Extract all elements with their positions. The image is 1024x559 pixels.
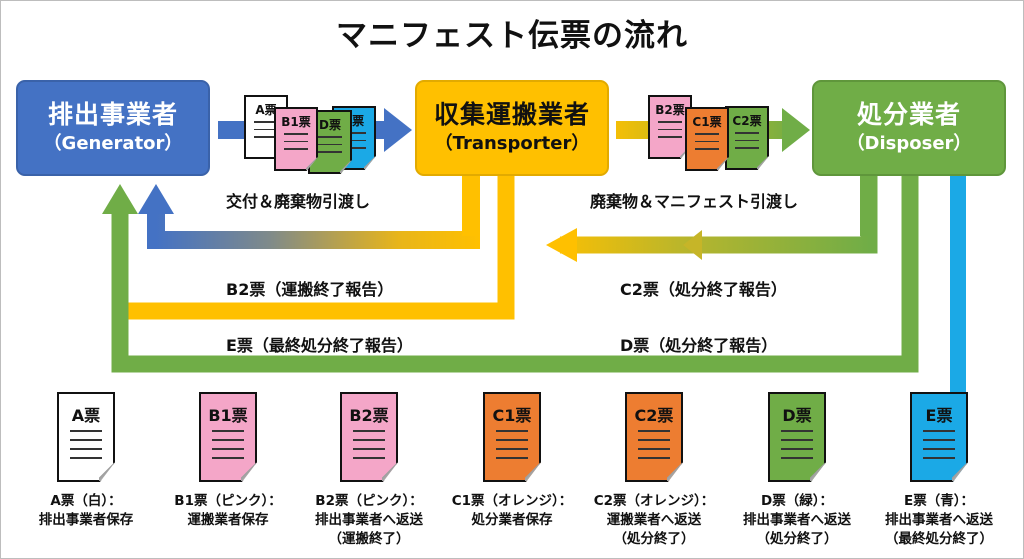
legend-caption-line: （処分終了）	[613, 531, 695, 547]
legend-caption-line: C2票（オレンジ）：	[593, 493, 715, 509]
transporter-box: 収集運搬業者 （Transporter）	[415, 80, 609, 176]
text-lines-icon	[780, 430, 814, 466]
legend-caption-a: A票（白）： 排出事業者保存	[11, 492, 161, 530]
page-curl-icon	[363, 154, 375, 169]
disposer-label-jp: 処分業者	[856, 100, 961, 129]
legend-caption-line: 排出事業者保存	[38, 512, 134, 528]
label-d-return: D票（処分終了報告）	[620, 336, 778, 355]
label-trn-to-dsp: 廃棄物＆マニフェスト引渡し	[590, 192, 799, 211]
slip-name: C2票	[732, 114, 762, 128]
text-lines-icon	[637, 430, 671, 466]
slip-name: C2票	[634, 406, 674, 425]
legend-caption-line: 運搬業者へ返送	[606, 512, 702, 528]
legend-caption-b2: B2票（ピンク）： 排出事業者へ返送 （運搬終了）	[294, 492, 444, 549]
legend-caption-line: 運搬業者保存	[187, 512, 269, 528]
legend-caption-b1: B1票（ピンク）： 運搬業者保存	[153, 492, 303, 530]
line-b2-yellow	[124, 176, 515, 320]
legend-caption-line: A票（白）：	[50, 493, 122, 509]
arrow-b2-return	[138, 176, 480, 249]
legend-slip-c2: C2票	[625, 392, 683, 482]
legend-caption-line: （最終処分終了）	[885, 531, 993, 547]
transporter-label-en: （Transporter）	[434, 133, 590, 154]
slip-name: B2票	[655, 103, 685, 117]
slip-icon-c2: C2票	[725, 106, 769, 170]
legend-caption-c2: C2票（オレンジ）： 運搬業者へ返送 （処分終了）	[579, 492, 729, 549]
arrow-c2-return	[546, 176, 878, 262]
slip-name: B1票	[281, 115, 311, 129]
slip-name: B2票	[349, 406, 389, 425]
legend-caption-line: 排出事業者へ返送	[743, 512, 851, 528]
page-title: マニフェスト伝票の流れ	[336, 18, 688, 54]
text-lines-icon	[658, 121, 682, 144]
text-lines-icon	[495, 430, 529, 466]
label-e-return: E票（最終処分終了報告）	[226, 336, 413, 355]
arrow-de-return	[102, 176, 919, 373]
legend-caption-c1: C1票（オレンジ）： 処分業者保存	[437, 492, 587, 530]
legend-caption-d: D票（緑）： 排出事業者へ返送 （処分終了）	[722, 492, 872, 549]
legend-slip-d: D票	[768, 392, 826, 482]
legend-caption-line: 排出事業者へ返送	[885, 512, 993, 528]
legend-slip-a: A票	[57, 392, 115, 482]
label-b2-return: B2票（運搬終了報告）	[226, 280, 394, 299]
legend-caption-line: D票（緑）：	[761, 493, 833, 509]
generator-label-jp: 排出事業者	[47, 100, 178, 129]
legend-caption-line: （処分終了）	[756, 531, 838, 547]
text-lines-icon	[695, 133, 719, 156]
disposer-label-en: （Disposer）	[846, 133, 972, 154]
text-lines-icon	[352, 430, 386, 466]
disposer-box: 処分業者 （Disposer）	[812, 80, 1006, 176]
text-lines-icon	[922, 430, 956, 466]
transporter-label-jp: 収集運搬業者	[433, 100, 590, 129]
legend-caption-line: E票（青）：	[904, 493, 974, 509]
slip-name: A票	[71, 406, 101, 425]
text-lines-icon	[69, 430, 103, 466]
text-lines-icon	[735, 132, 759, 155]
slip-name: B1票	[208, 406, 248, 425]
legend-caption-line: B2票（ピンク）：	[315, 493, 423, 509]
slip-icon-c1: C1票	[685, 107, 729, 171]
legend-slip-c1: C1票	[483, 392, 541, 482]
legend-caption-line: 処分業者保存	[471, 512, 553, 528]
label-c2-return: C2票（処分終了報告）	[620, 280, 787, 299]
generator-label-en: （Generator）	[43, 133, 183, 154]
line-e-blue	[950, 176, 966, 394]
slip-name: A票	[255, 103, 277, 117]
text-lines-icon	[318, 136, 342, 159]
legend-caption-line: C1票（オレンジ）：	[451, 493, 573, 509]
legend-caption-e: E票（青）： 排出事業者へ返送 （最終処分終了）	[864, 492, 1014, 549]
legend-slip-b1: B1票	[199, 392, 257, 482]
text-lines-icon	[284, 133, 308, 156]
slip-name: C1票	[492, 406, 532, 425]
legend-slip-b2: B2票	[340, 392, 398, 482]
slip-icon-b1: B1票	[274, 107, 318, 171]
legend-caption-line: （運搬終了）	[328, 531, 410, 547]
slip-name: D票	[782, 406, 812, 425]
slip-name: E票	[925, 406, 953, 425]
legend-caption-line: 排出事業者へ返送	[315, 512, 423, 528]
label-gen-to-trn: 交付＆廃棄物引渡し	[226, 192, 371, 211]
text-lines-icon	[254, 121, 278, 144]
legend-slip-e: E票	[910, 392, 968, 482]
text-lines-icon	[211, 430, 245, 466]
slip-name: C1票	[692, 115, 722, 129]
generator-box: 排出事業者 （Generator）	[16, 80, 210, 176]
page-curl-icon	[305, 155, 317, 170]
text-lines-icon	[342, 132, 366, 155]
slip-name: D票	[319, 118, 341, 132]
legend-caption-line: B1票（ピンク）：	[174, 493, 282, 509]
page-curl-icon	[339, 158, 351, 173]
page-curl-icon	[756, 154, 768, 169]
page-curl-icon	[716, 155, 728, 170]
